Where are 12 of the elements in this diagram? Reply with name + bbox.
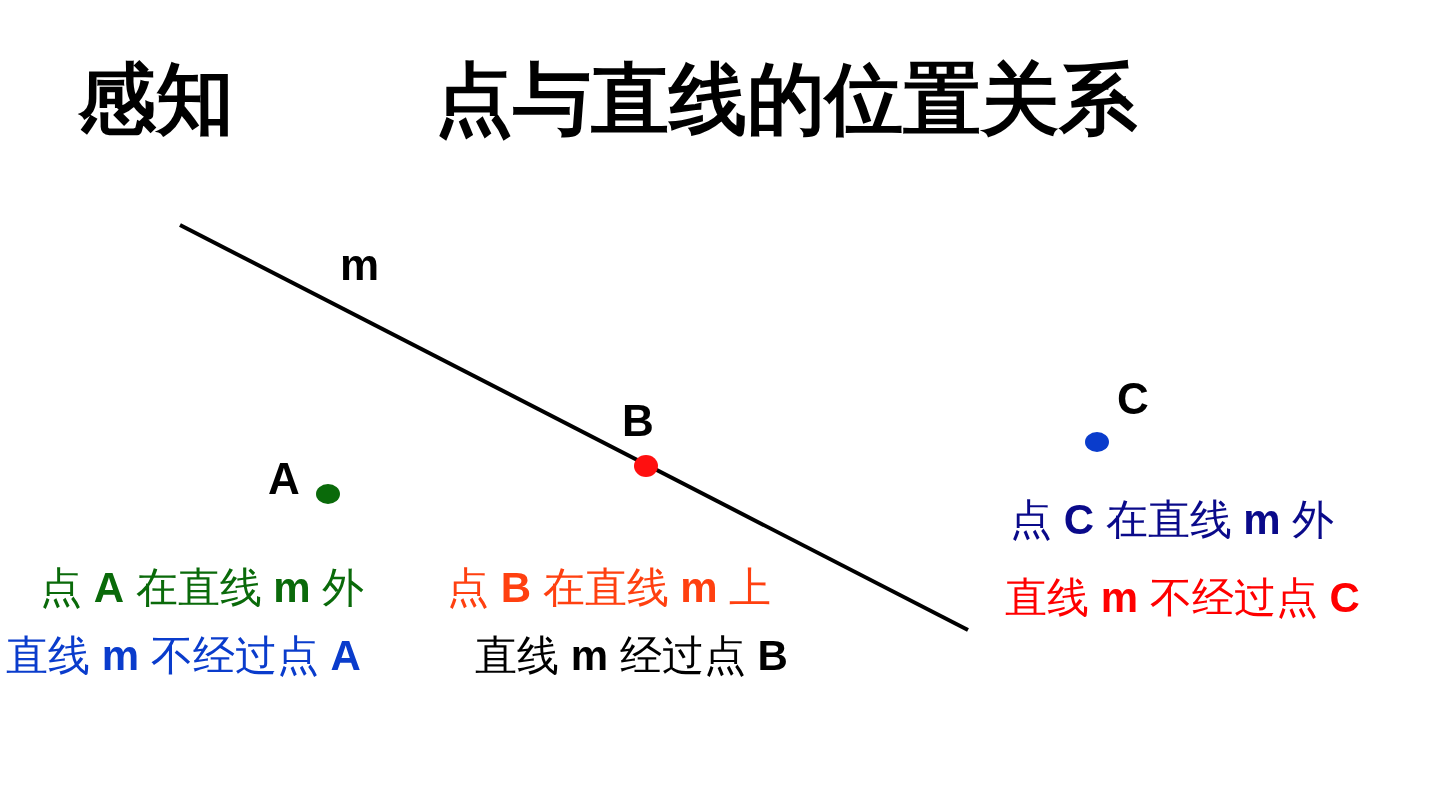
statement: 直线 m 经过点 B [475,632,788,681]
statement: 直线 m 不经过点 C [1005,574,1360,623]
statement: 直线 m 不经过点 A [6,632,361,681]
statement: 点 A 在直线 m 外 [40,564,365,613]
point-name: C [1117,374,1149,425]
line-name: m [340,240,380,291]
statement: 点 C 在直线 m 外 [1010,496,1335,545]
heading-word: 感知 [78,55,234,145]
statement: 点 B 在直线 m 上 [447,564,772,613]
point-name: B [622,396,654,447]
point-name: A [268,454,300,505]
title: 点与直线的位置关系 [435,55,1137,145]
